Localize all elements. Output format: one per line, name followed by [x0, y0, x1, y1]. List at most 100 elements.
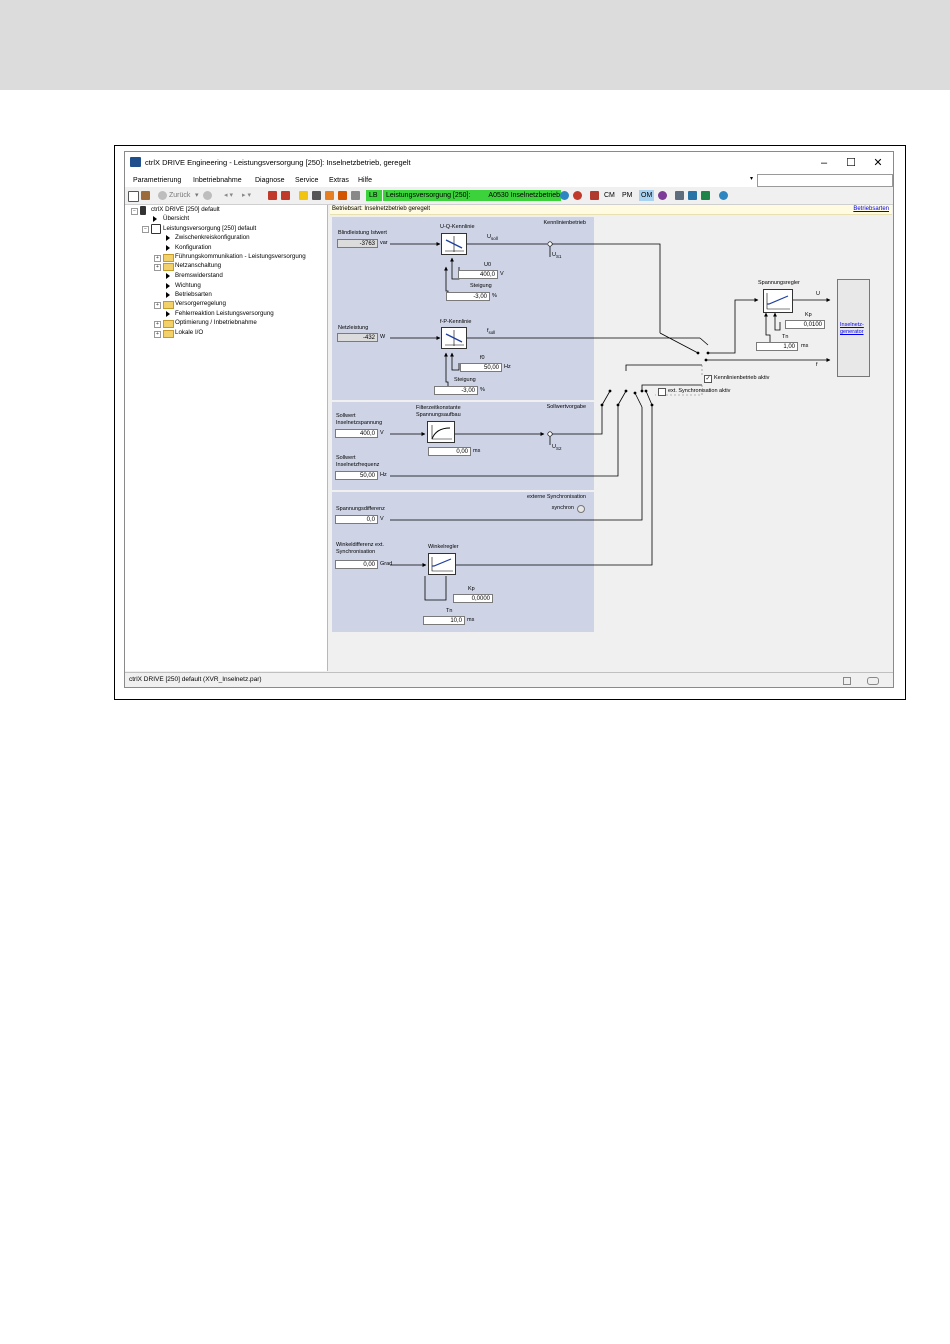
nav-right-icon[interactable]: ▸ ▾ — [242, 192, 251, 199]
tree-item-bremswiderstand[interactable]: Bremswiderstand — [175, 272, 223, 279]
filter-zeitkonstante-field[interactable]: 0,00 — [428, 447, 471, 456]
project-tree: − ctrlX DRIVE [250] default Übersicht − … — [125, 205, 328, 671]
tree-item-konfiguration[interactable]: Konfiguration — [175, 244, 212, 251]
expand-icon[interactable]: + — [154, 321, 161, 328]
oscilloscope-icon[interactable] — [338, 191, 347, 200]
close-button[interactable]: ✕ — [873, 157, 883, 169]
collapse-icon[interactable]: − — [142, 226, 149, 233]
pm-button[interactable]: PM — [622, 192, 633, 199]
menu-hilfe[interactable]: Hilfe — [358, 177, 373, 184]
spannungsregler-tn-field[interactable]: 1,00 — [756, 342, 798, 351]
folder-icon — [163, 330, 174, 338]
menu-service[interactable]: Service — [295, 177, 319, 184]
back-button[interactable]: Zurück — [169, 192, 191, 199]
menu-parametrierung[interactable]: Parametrierung — [133, 177, 182, 184]
sollwert-frequenz-label-2: Inselnetzfrequenz — [336, 462, 380, 468]
steigung2-unit: % — [480, 387, 485, 393]
tree-item-uebersicht[interactable]: Übersicht — [163, 215, 190, 222]
export-icon[interactable] — [701, 191, 710, 200]
winkelregler-block[interactable] — [428, 553, 456, 575]
uq-kennlinie-block[interactable] — [441, 233, 467, 255]
chart-icon[interactable] — [351, 191, 360, 200]
menu-diagnose[interactable]: Diagnose — [255, 177, 285, 184]
characteristic-curve-icon — [445, 330, 464, 346]
expand-icon[interactable]: + — [154, 255, 161, 262]
back-dropdown-icon[interactable]: ▾ — [195, 192, 199, 199]
tree-item-netzanschaltung[interactable]: Netzanschaltung — [175, 262, 222, 269]
filter-title-2: Spannungsaufbau — [416, 412, 461, 418]
back-icon[interactable] — [158, 191, 167, 200]
spannungsregler-block[interactable] — [763, 289, 793, 313]
drive-status-bar: Leistungsversorgung [250]: A0530 Inselne… — [383, 190, 561, 201]
home-icon[interactable] — [141, 191, 150, 200]
search-combo[interactable]: ▾ — [750, 174, 893, 187]
winkelregler-kp-field[interactable]: 0,0000 — [453, 594, 493, 603]
monitor-icon[interactable] — [325, 191, 334, 200]
pt1-filter-block[interactable] — [427, 421, 455, 443]
network-icon[interactable] — [675, 191, 684, 200]
maximize-button[interactable]: ☐ — [846, 157, 856, 169]
sollwert-frequenz-unit: Hz — [380, 472, 387, 478]
stop-icon[interactable] — [573, 191, 582, 200]
sollwert-frequenz-field[interactable]: 50,00 — [335, 471, 378, 480]
chevron-down-icon[interactable]: ▾ — [750, 176, 754, 182]
winkelregler-tn-field[interactable]: 10,0 — [423, 616, 465, 625]
tree-root[interactable]: ctrlX DRIVE [250] default — [151, 206, 220, 213]
operating-modes-link[interactable]: Betriebsarten — [853, 206, 889, 212]
sollwert-spannung-label-2: Inselnetzspannung — [336, 420, 383, 426]
collapse-icon[interactable]: − — [131, 208, 138, 215]
tree-item-wichtung[interactable]: Wichtung — [175, 282, 201, 289]
compare-icon[interactable] — [688, 191, 697, 200]
upload-icon[interactable] — [268, 191, 277, 200]
spannungsregler-tn-label: Tn — [782, 334, 789, 340]
inselnetz-generator-link[interactable]: Inselnetz-generator — [840, 322, 864, 335]
tree-item-optimierung[interactable]: Optimierung / Inbetriebnahme — [175, 319, 257, 326]
parameter-icon[interactable] — [590, 191, 599, 200]
help-icon[interactable] — [719, 191, 728, 200]
steigung2-field[interactable]: -3,00 — [434, 386, 478, 395]
winkeldifferenz-unit: Grad — [380, 561, 393, 567]
f0-field[interactable]: 50,00 — [460, 363, 502, 372]
expand-icon[interactable]: + — [154, 302, 161, 309]
forward-icon[interactable] — [203, 191, 212, 200]
refresh-icon[interactable] — [560, 191, 569, 200]
ext-synchronisation-label: ext. Synchronisation aktiv — [668, 388, 731, 394]
fp-kennlinie-block[interactable] — [441, 327, 467, 349]
synchron-label: synchron — [551, 505, 574, 511]
pt1-curve-icon — [431, 425, 452, 440]
tree-item-betriebsarten[interactable]: Betriebsarten — [175, 291, 212, 298]
fp-kennlinie-title: f-P-Kennlinie — [440, 319, 472, 325]
section-externe-synchronisation: externe Synchronisation — [526, 494, 586, 500]
menu-extras[interactable]: Extras — [329, 177, 349, 184]
tree-item-zwischenkreis[interactable]: Zwischenkreiskonfiguration — [175, 234, 250, 241]
tree-item-versorgerregelung[interactable]: Versorgerregelung — [175, 300, 226, 307]
nav-left-icon[interactable]: ◂ ▾ — [224, 192, 233, 199]
tree-item-leistungsversorgung[interactable]: Leistungsversorgung [250] default — [163, 225, 257, 232]
expand-icon[interactable]: + — [154, 331, 161, 338]
menu-inbetriebnahme[interactable]: Inbetriebnahme — [193, 177, 242, 184]
spannungsregler-tn-unit: ms — [801, 343, 809, 349]
drive-icon[interactable] — [658, 191, 667, 200]
favorite-icon[interactable] — [299, 191, 308, 200]
ext-synchronisation-checkbox[interactable] — [658, 388, 666, 396]
u0-field[interactable]: 400,0 — [458, 270, 498, 279]
search-icon[interactable] — [312, 191, 321, 200]
page-icon — [166, 311, 170, 317]
window-icon[interactable] — [128, 191, 139, 202]
steigung1-field[interactable]: -3,00 — [446, 292, 490, 301]
characteristic-curve-icon — [445, 236, 464, 252]
minimize-button[interactable]: – — [820, 157, 828, 169]
sollwert-spannung-field[interactable]: 400,0 — [335, 429, 378, 438]
tree-item-lokale-io[interactable]: Lokale I/O — [175, 329, 204, 336]
uq-kennlinie-title: U-Q-Kennlinie — [440, 224, 475, 230]
om-button[interactable]: OM — [639, 190, 655, 201]
spannungsregler-kp-field[interactable]: 0,0100 — [785, 320, 825, 329]
cm-button[interactable]: CM — [604, 192, 615, 199]
page-icon — [166, 273, 170, 279]
expand-icon[interactable]: + — [154, 264, 161, 271]
kennlinienbetrieb-checkbox[interactable]: ✓ — [704, 375, 712, 383]
download-icon[interactable] — [281, 191, 290, 200]
tree-item-fehlerreaktion[interactable]: Fehlerreaktion Leistungsversorgung — [175, 310, 274, 317]
tree-item-fuehrungskommunikation[interactable]: Führungskommunikation - Leistungsversorg… — [175, 253, 306, 260]
section-kennlinienbetrieb: Kennlinienbetrieb — [543, 220, 586, 226]
